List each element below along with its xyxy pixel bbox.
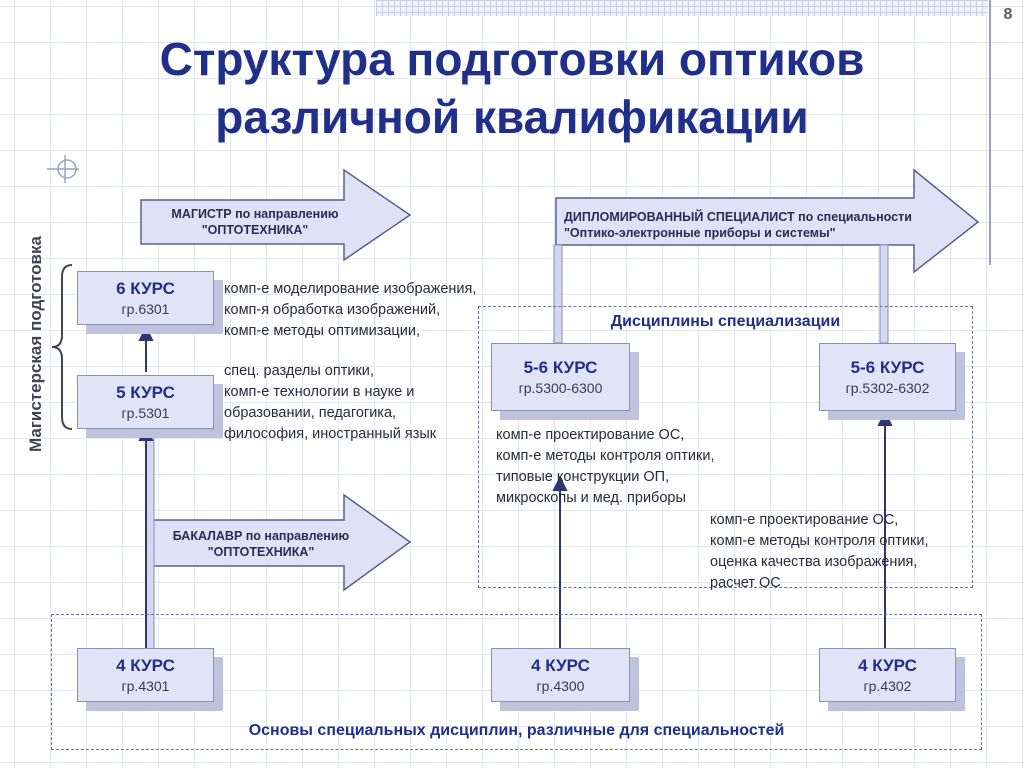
course-box-6: 6 КУРС гр.6301: [77, 271, 214, 325]
spec-mid-disciplines: комп-е проектирование ОС, комп-е методы …: [496, 425, 715, 509]
course-box-56-right: 5-6 КУРС гр.5302-6302: [819, 343, 956, 411]
list-item: микроскопы и мед. приборы: [496, 490, 686, 506]
group-label: гр.5300-6300: [518, 380, 603, 396]
specialization-region: [478, 306, 973, 588]
course-box-4-mid: 4 КУРС гр.4300: [491, 648, 630, 702]
foundation-region: [51, 614, 982, 750]
specialist-line-2: "Оптико-электронные приборы и системы": [564, 226, 836, 240]
spec-right-disciplines: комп-е проектирование ОС, комп-е методы …: [710, 510, 929, 594]
list-item: оценка качества изображения,: [710, 554, 918, 570]
magistr-line-1: МАГИСТР по направлению: [171, 207, 339, 221]
bakalavr-arrow: [145, 493, 412, 592]
course-box-4-left: 4 КУРС гр.4301: [77, 648, 214, 702]
page-number: 8: [1003, 6, 1013, 23]
course-label: 4 КУРС: [116, 656, 175, 675]
list-item: комп-е методы оптимизации,: [224, 323, 420, 339]
group-label: гр.6301: [121, 301, 170, 317]
group-label: гр.4301: [121, 678, 170, 694]
bakalavr-arrow-label: БАКАЛАВР по направлению "ОПТОТЕХНИКА": [148, 528, 374, 560]
magistr-arrow-label: МАГИСТР по направлению "ОПТОТЕХНИКА": [148, 206, 362, 238]
page-title: Структура подготовки оптиков различной к…: [40, 30, 984, 146]
course-box-56-mid: 5-6 КУРС гр.5300-6300: [491, 343, 630, 411]
list-item: философия, иностранный язык: [224, 426, 437, 442]
group-label: гр.4302: [863, 678, 912, 694]
course-label: 4 КУРС: [858, 656, 917, 675]
specialist-line-1: ДИПЛОМИРОВАННЫЙ СПЕЦИАЛИСТ по специально…: [564, 210, 912, 224]
list-item: образовании, педагогика,: [224, 405, 397, 421]
course-label: 6 КУРС: [116, 279, 175, 298]
specialist-arrow: [555, 168, 980, 274]
course-label: 5 КУРС: [116, 383, 175, 402]
bakalavr-line-1: БАКАЛАВР по направлению: [172, 529, 350, 543]
top-decor-bar: [376, 0, 988, 16]
crosshair-icon: [47, 155, 79, 183]
group-label: гр.5302-6302: [845, 380, 930, 396]
list-item: комп-е технологии в науке и: [224, 384, 415, 400]
list-item: комп-е проектирование ОС,: [710, 512, 899, 528]
course-box-4-right: 4 КУРС гр.4302: [819, 648, 956, 702]
list-item: расчет ОС: [710, 575, 781, 591]
title-line-2: различной квалификации: [215, 91, 809, 143]
list-item: комп-е методы контроля оптики,: [710, 533, 929, 549]
list-item: типовые конструкции ОП,: [496, 469, 670, 485]
group-label: гр.5301: [121, 405, 170, 421]
right-decor-line: [989, 0, 991, 265]
list-item: комп-я обработка изображений,: [224, 302, 441, 318]
magistr-6-disciplines: комп-е моделирование изображения, комп-я…: [224, 279, 476, 342]
footer-text: Основы специальных дисциплин, различные …: [248, 722, 785, 739]
magistr-line-2: "ОПТОТЕХНИКА": [201, 223, 309, 237]
specialization-title: Дисциплины специализации: [610, 313, 841, 330]
course-label: 4 КУРС: [531, 656, 590, 675]
course-box-5: 5 КУРС гр.5301: [77, 375, 214, 429]
brace-icon: [51, 264, 73, 430]
list-item: комп-е методы контроля оптики,: [496, 448, 715, 464]
magistr-5-disciplines: спец. разделы оптики, комп-е технологии …: [224, 361, 436, 445]
list-item: спец. разделы оптики,: [224, 363, 374, 379]
specialist-arrow-label: ДИПЛОМИРОВАННЫЙ СПЕЦИАЛИСТ по специально…: [556, 209, 982, 241]
course-label: 5-6 КУРС: [850, 358, 925, 377]
list-item: комп-е моделирование изображения,: [224, 281, 477, 297]
list-item: комп-е проектирование ОС,: [496, 427, 685, 443]
bakalavr-line-2: "ОПТОТЕХНИКА": [207, 545, 315, 559]
magistr-arrow: [140, 168, 412, 262]
group-label: гр.4300: [536, 678, 585, 694]
course-label: 5-6 КУРС: [523, 358, 598, 377]
title-line-1: Структура подготовки оптиков: [159, 33, 865, 85]
